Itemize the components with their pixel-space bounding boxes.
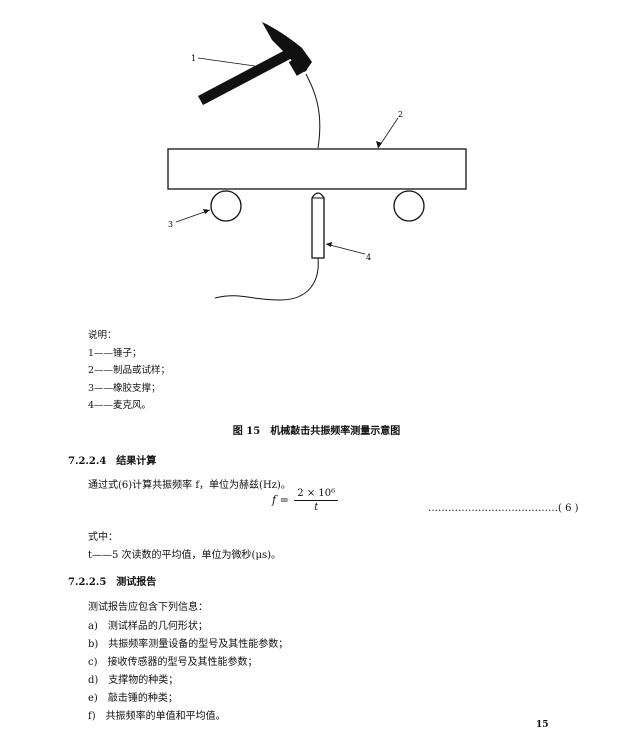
formula-lhs: f = [272, 493, 289, 507]
report-item: c) 接收传感器的型号及其性能参数； [88, 657, 258, 668]
report-item: f) 共振频率的单值和平均值。 [88, 711, 226, 722]
callout-4: 4 [366, 253, 371, 262]
formula-ref: ( 6 ) [558, 503, 579, 514]
figure-caption: 图 15 机械敲击共振频率测量示意图 [232, 426, 401, 437]
formula-leader-dots: …………………………………( 6 ) [428, 503, 579, 514]
sample-bar [167, 148, 467, 190]
formula-fraction: 2 × 10⁶ t [294, 488, 339, 513]
legend-item: 4——麦克风。 [88, 400, 152, 411]
microphone-cable [214, 257, 319, 301]
callout-1: 1 [191, 54, 196, 63]
report-item: b) 共振频率测量设备的型号及其性能参数； [88, 639, 289, 650]
formula-denominator: t [314, 502, 319, 513]
legend-item: 3——橡胶支撑； [88, 383, 161, 394]
formula-dots: ………………………………… [428, 503, 558, 514]
legend-heading: 说明： [88, 330, 117, 341]
report-item: e) 敲击锤的种类； [88, 693, 178, 704]
rubber-support-left [210, 190, 242, 222]
report-intro: 测试报告应包含下列信息： [88, 602, 208, 613]
paragraph-calc: 通过式(6)计算共振频率 f，单位为赫兹(Hz)。 [88, 480, 291, 491]
where-label: 式中： [88, 532, 118, 543]
legend-item: 2——制品或试样； [88, 365, 171, 376]
section-heading-7225: 7.2.2.5 测试报告 [68, 577, 157, 588]
report-item: d) 支撑物的种类； [88, 675, 179, 686]
rubber-support-right [393, 190, 425, 222]
formula-numerator: 2 × 10⁶ [294, 488, 339, 501]
hammer-cable [305, 73, 321, 149]
where-item: t——5 次读数的平均值，单位为微秒(μs)。 [88, 550, 281, 561]
formula-6: f = 2 × 10⁶ t [272, 488, 339, 513]
report-item: a) 测试样品的几何形状； [88, 621, 208, 632]
microphone-icon [311, 192, 325, 259]
resonance-figure: 1 2 3 4 [167, 22, 467, 301]
callout-3: 3 [168, 220, 173, 229]
section-heading-7224: 7.2.2.4 结果计算 [68, 456, 157, 467]
callout-2: 2 [398, 110, 403, 119]
page-number: 15 [536, 720, 549, 730]
hammer-icon [198, 22, 312, 105]
legend-item: 1——锤子； [88, 348, 142, 359]
